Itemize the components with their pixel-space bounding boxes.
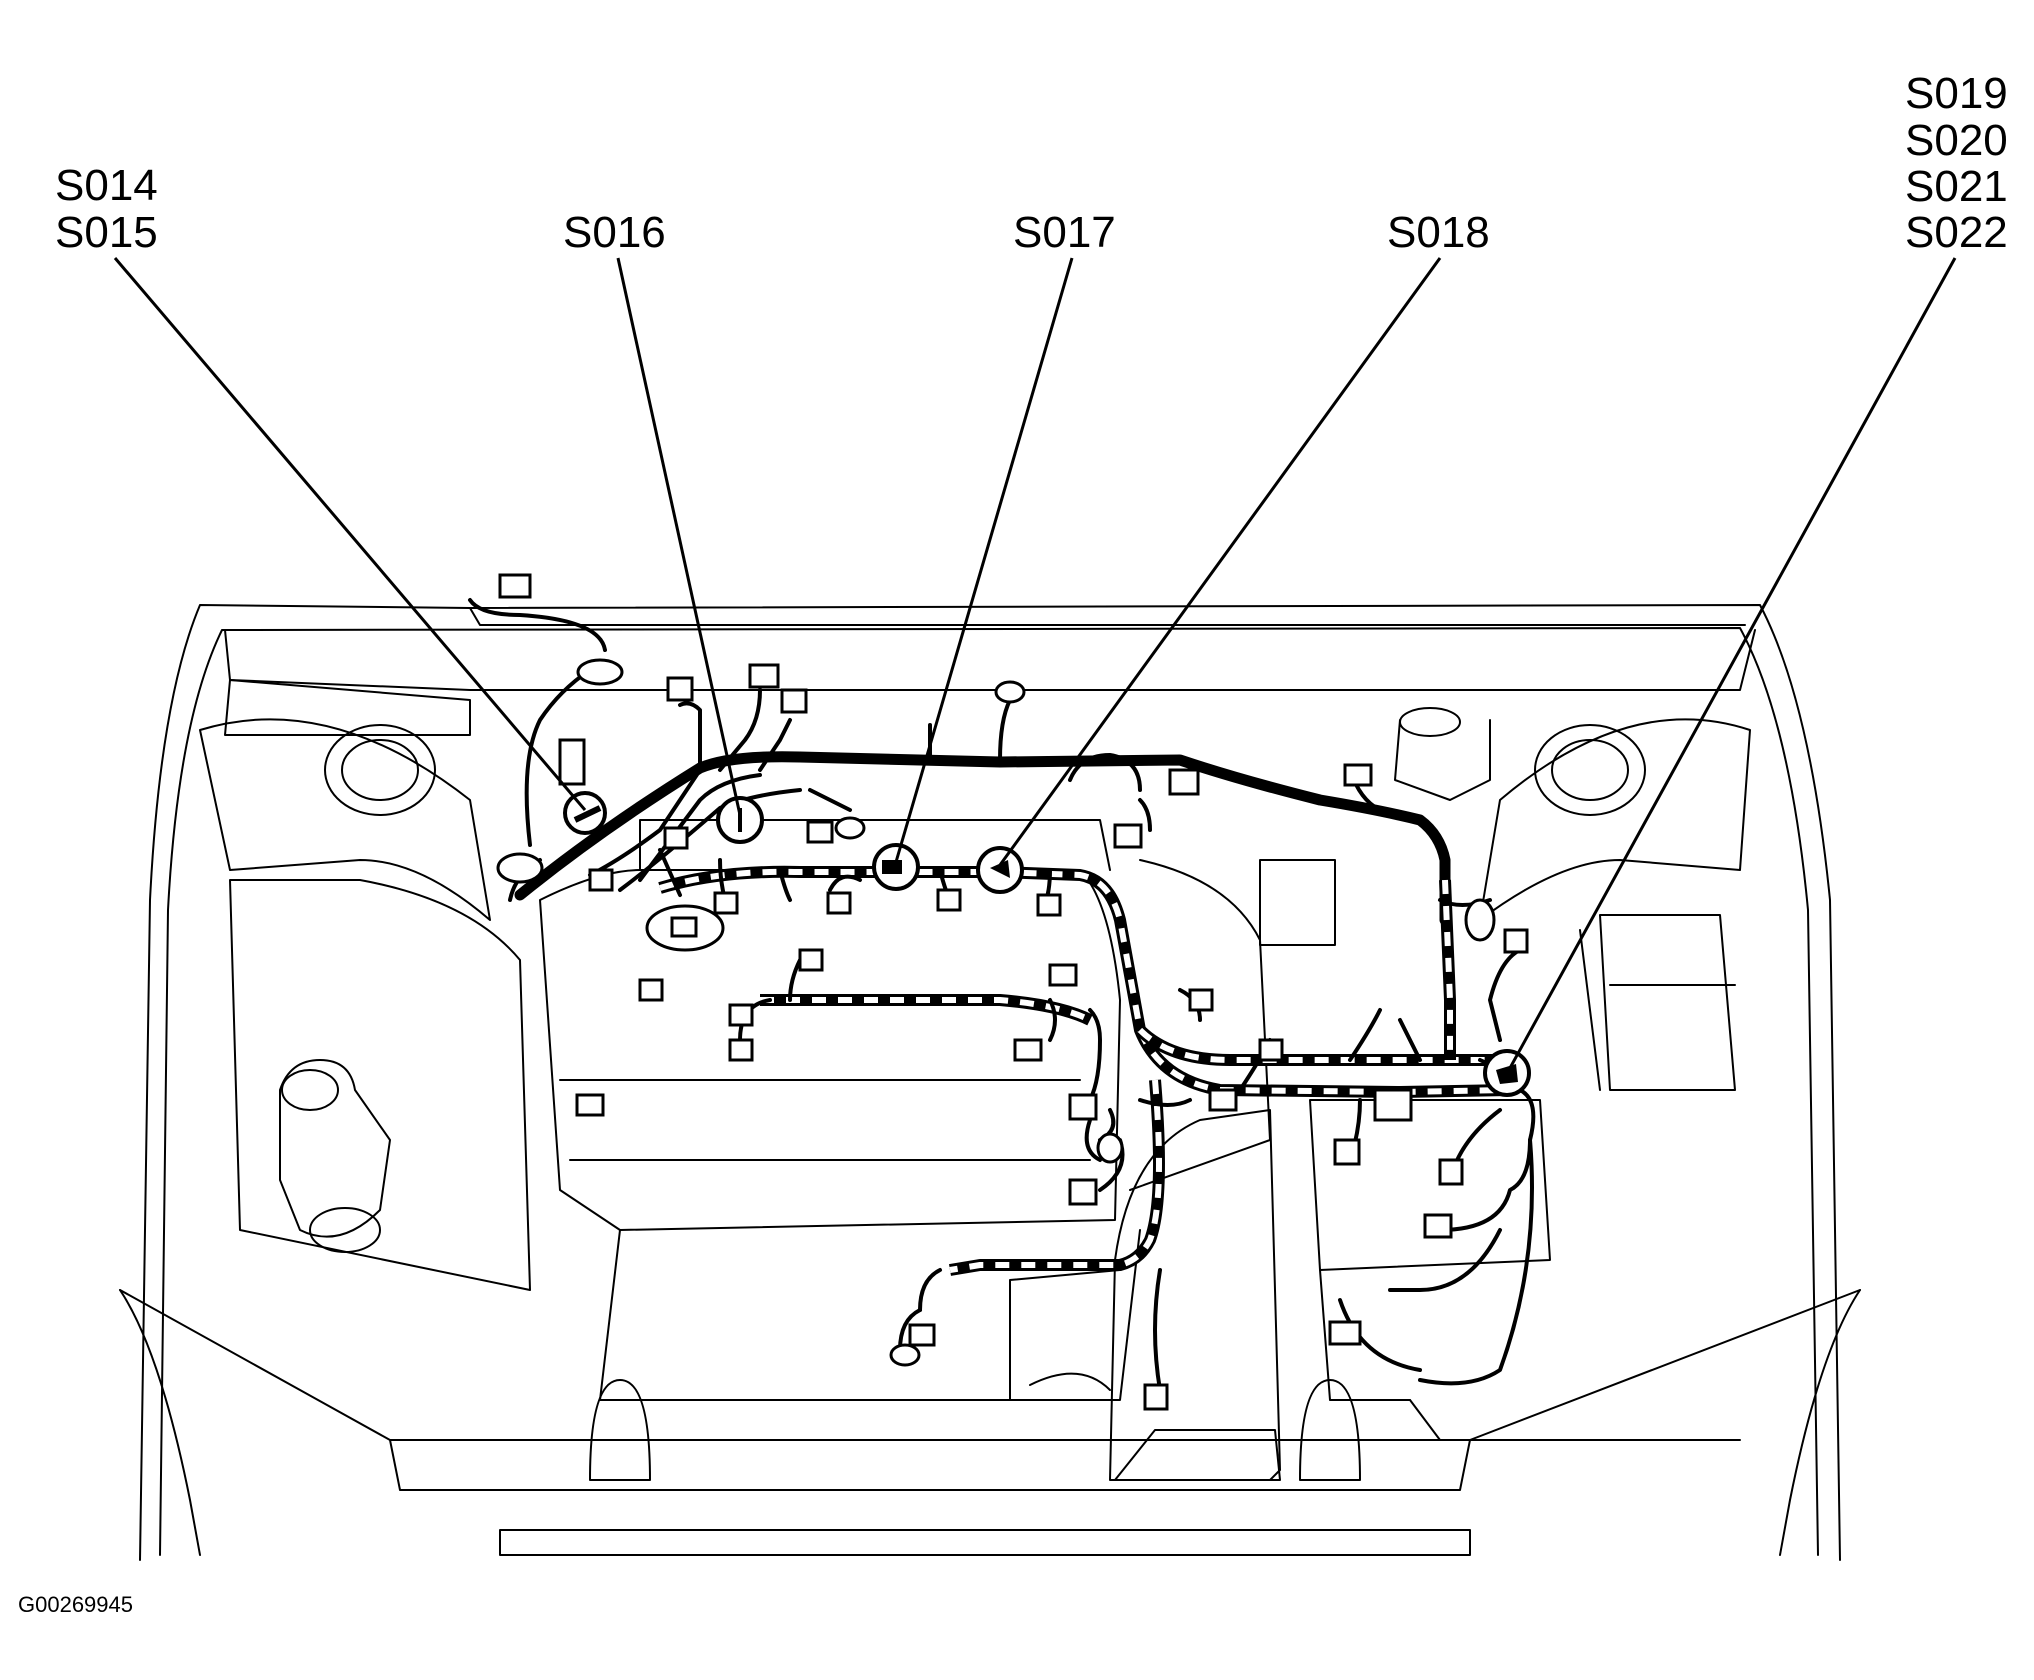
- label-s021: S021: [1905, 162, 2008, 211]
- relay: [1464, 898, 1496, 942]
- left-fender-apron: [199, 718, 491, 921]
- connector: [1328, 1320, 1362, 1346]
- connector: [663, 826, 689, 850]
- label-s016: S016: [563, 208, 666, 257]
- connector: [748, 663, 780, 689]
- leader-line-s019-s022: [1508, 257, 1957, 1069]
- connector: [1013, 1038, 1043, 1062]
- splice-points: [563, 791, 1531, 1097]
- washer-reservoir: [279, 1059, 391, 1238]
- connector: [1503, 928, 1529, 954]
- connector: [1068, 1093, 1098, 1121]
- label-s019: S019: [1905, 69, 2008, 118]
- connector: [713, 891, 739, 915]
- connector: [728, 1003, 754, 1027]
- battery: [1599, 914, 1736, 1091]
- connector: [1423, 1213, 1453, 1239]
- connector: [558, 738, 586, 786]
- connector: [1188, 988, 1214, 1012]
- connector: [806, 820, 834, 844]
- vehicle-body-outline: [119, 604, 1861, 1561]
- figure-id: G00269945: [18, 1592, 133, 1617]
- label-s015: S015: [55, 208, 158, 257]
- connector: [1343, 763, 1373, 787]
- connector: [1373, 1088, 1413, 1122]
- radiator-support: [119, 1269, 1861, 1556]
- dashed-harness: [658, 865, 1511, 1276]
- connector: [1113, 823, 1143, 849]
- connector: [666, 676, 694, 702]
- connector: [936, 888, 962, 912]
- label-s020: S020: [1905, 116, 2008, 165]
- right-strut-tower: [1534, 724, 1646, 816]
- connector: [1143, 1383, 1169, 1411]
- connector: [798, 948, 824, 972]
- label-s022: S022: [1905, 208, 2008, 257]
- connector: [908, 1323, 936, 1347]
- air-intake-duct: [1109, 1109, 1281, 1481]
- reservoir: [1394, 719, 1491, 801]
- connector: [575, 1093, 605, 1117]
- connector: [1208, 1088, 1238, 1112]
- leader-lines: [113, 257, 1957, 1069]
- connector: [1168, 768, 1200, 796]
- callout-labels: S014 S015 S016 S017 S018 S019 S020 S021 …: [55, 69, 2008, 257]
- right-components: [1259, 859, 1741, 1441]
- ring-terminal: [994, 680, 1026, 704]
- right-fender-apron: [1394, 707, 1751, 921]
- left-strut-tower: [324, 724, 436, 816]
- connector: [1258, 1038, 1284, 1062]
- connector: [638, 978, 664, 1002]
- relay-box: [1259, 859, 1336, 946]
- connector: [1068, 1178, 1098, 1206]
- connector: [498, 573, 532, 599]
- main-harness: [514, 751, 1451, 926]
- connector: [1036, 893, 1062, 917]
- ring-terminal: [889, 1343, 921, 1367]
- leader-line-s014-s015: [113, 257, 587, 811]
- label-s018: S018: [1387, 208, 1490, 257]
- connector: [588, 868, 614, 892]
- left-inner-panel: [229, 879, 531, 1291]
- connector: [1333, 1138, 1361, 1166]
- connector: [826, 891, 852, 915]
- connector: [1048, 963, 1078, 987]
- fuse-box: [1309, 1099, 1551, 1271]
- label-s014: S014: [55, 161, 158, 210]
- grommet: [496, 852, 544, 884]
- connectors: [496, 573, 1529, 1411]
- ring-terminal: [834, 816, 866, 840]
- leader-line-s018: [998, 257, 1442, 866]
- leader-line-s016: [616, 257, 742, 816]
- leader-line-s017: [894, 257, 1074, 863]
- connector: [728, 1038, 754, 1062]
- connector: [780, 688, 808, 714]
- connector: [670, 916, 698, 938]
- label-s017: S017: [1013, 208, 1116, 257]
- grommet: [576, 658, 624, 686]
- connector: [1438, 1158, 1464, 1186]
- ring-terminal: [1096, 1132, 1124, 1164]
